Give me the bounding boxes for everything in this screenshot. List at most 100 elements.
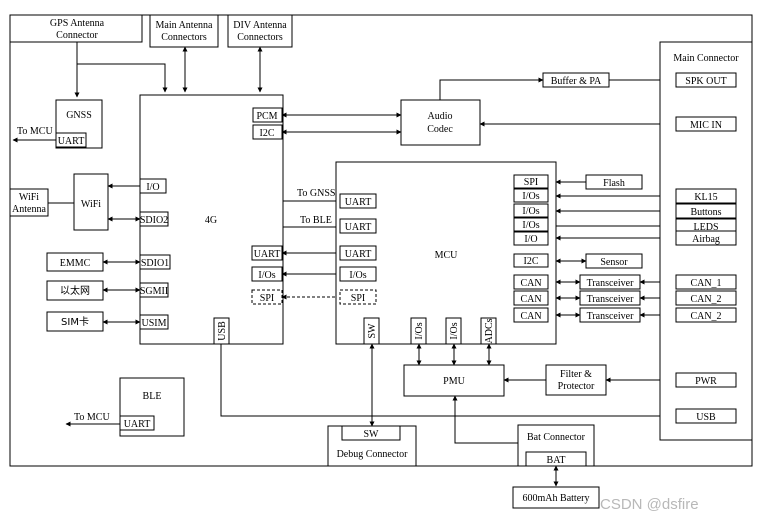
transceiver-1: Transceiver xyxy=(579,274,641,290)
4g-usim-pin: USIM xyxy=(141,318,166,329)
4g-spi-pin: SPI xyxy=(260,293,274,304)
connections xyxy=(12,42,677,487)
mcu-io-pin: I/O xyxy=(524,234,537,245)
ethernet-label: 以太网 xyxy=(60,284,90,297)
mcu-uart-4g-pin: UART xyxy=(345,249,372,260)
ble-uart-pin: UART xyxy=(124,419,151,430)
filter-protector-line2: Protector xyxy=(558,381,595,392)
transceiver-3-label: Transceiver xyxy=(587,311,635,322)
gnss-title: GNSS xyxy=(66,110,92,121)
mcu-ios-pin-1: I/Os xyxy=(522,191,539,202)
div-antenna-label-line2: Connectors xyxy=(237,32,283,43)
audio-codec: Audio Codec xyxy=(400,99,481,146)
emmc-block: EMMC xyxy=(46,252,104,272)
main-connector-title: Main Connector xyxy=(673,53,739,64)
emmc-label: EMMC xyxy=(60,258,91,269)
gps-antenna-label-line1: GPS Antenna xyxy=(50,18,105,29)
transceiver-1-label: Transceiver xyxy=(587,278,635,289)
main-antenna-connectors: Main Antenna Connectors xyxy=(149,14,219,48)
module-4g-title: 4G xyxy=(205,215,217,226)
gps-antenna-label-line2: Connector xyxy=(56,30,98,41)
mcu-spi-4g-pin: SPI xyxy=(351,293,365,304)
mcu-ios-bottom-pin-1: I/Os xyxy=(414,322,425,339)
div-antenna-connectors: DIV Antenna Connectors xyxy=(227,14,293,48)
audio-codec-line2: Codec xyxy=(427,124,453,135)
wifi-block: WiFi xyxy=(73,173,109,231)
filter-protector-line1: Filter & xyxy=(560,369,592,380)
4g-sgmii-pin: SGMII xyxy=(140,286,168,297)
bat-connector: Bat Connector BAT xyxy=(517,424,595,467)
sim-label: SIM卡 xyxy=(61,315,89,328)
4g-uart-pin: UART xyxy=(254,249,281,260)
pwr-pin: PWR xyxy=(695,376,717,387)
mic-in: MIC IN xyxy=(675,116,737,132)
mcu-can-pin-3: CAN xyxy=(520,311,541,322)
watermark: CSDN @dsfire xyxy=(600,496,699,513)
mcu-sw-pin: SW xyxy=(367,323,378,339)
sensor-label: Sensor xyxy=(600,257,628,268)
leds-pin: LEDS xyxy=(694,222,719,233)
4g-usb-pin: USB xyxy=(217,321,228,341)
to-ble-label: To BLE xyxy=(300,215,332,226)
mcu-ios-4g-pin: I/Os xyxy=(349,270,366,281)
main-antenna-label-line2: Connectors xyxy=(161,32,207,43)
gnss-to-mcu-label: To MCU xyxy=(17,126,53,137)
bat-connector-label: Bat Connector xyxy=(527,432,586,443)
battery-block: 600mAh Battery xyxy=(512,486,600,509)
mic-in-label: MIC IN xyxy=(690,120,722,131)
debug-connector: SW Debug Connector xyxy=(327,425,417,467)
flash-block: Flash xyxy=(585,174,643,190)
to-gnss-label: To GNSS xyxy=(297,188,335,199)
mcu-title: MCU xyxy=(435,250,459,261)
mcu-can-pin-1: CAN xyxy=(520,278,541,289)
debug-connector-label: Debug Connector xyxy=(337,449,408,460)
sensor-block: Sensor xyxy=(585,253,643,269)
mcu-adcs-pin: ADCs xyxy=(484,318,495,343)
buffer-pa: Buffer & PA xyxy=(542,72,610,88)
can-2-pin-b: CAN_2 xyxy=(690,311,721,322)
ble-block: BLE UART xyxy=(119,377,185,437)
wifi-antenna-line1: WiFi xyxy=(19,192,39,203)
4g-sdio1-pin: SDIO1 xyxy=(141,258,169,269)
filter-protector: Filter & Protector xyxy=(545,364,607,396)
audio-codec-line1: Audio xyxy=(428,111,453,122)
4g-i2c-pin: I2C xyxy=(260,128,275,139)
flash-label: Flash xyxy=(603,178,625,189)
buffer-pa-label: Buffer & PA xyxy=(551,76,602,87)
pmu-block: PMU xyxy=(403,364,505,397)
4g-io-pin: I/O xyxy=(146,182,159,193)
div-antenna-label-line1: DIV Antenna xyxy=(233,20,287,31)
buttons-pin: Buttons xyxy=(690,207,721,218)
module-4g: 4G I/O SDIO2 SDIO1 SGMII USIM PCM I2C UA… xyxy=(139,94,284,345)
4g-ios-pin: I/Os xyxy=(258,270,275,281)
gnss-block: GNSS UART xyxy=(55,99,103,149)
sim-block: SIM卡 xyxy=(46,311,104,332)
main-connector-pins: KL15 Buttons LEDS Airbag CAN_1 CAN_2 CAN… xyxy=(675,188,737,424)
main-antenna-label-line1: Main Antenna xyxy=(156,20,213,31)
ble-title: BLE xyxy=(143,391,162,402)
wifi-antenna: WiFi Antenna xyxy=(9,188,49,217)
gnss-uart-pin: UART xyxy=(58,136,85,147)
usb-pin: USB xyxy=(696,412,716,423)
can-1-pin: CAN_1 xyxy=(690,278,721,289)
mcu-ios-pin-2: I/Os xyxy=(522,206,539,217)
mcu-can-pin-2: CAN xyxy=(520,294,541,305)
mcu-i2c-pin: I2C xyxy=(524,256,539,267)
gps-antenna-connector: GPS Antenna Connector xyxy=(9,14,143,43)
mcu-uart-gnss-pin: UART xyxy=(345,197,372,208)
spk-out: SPK OUT xyxy=(675,72,737,88)
mcu-ios-bottom-pin-2: I/Os xyxy=(449,322,460,339)
bat-pin: BAT xyxy=(547,455,566,466)
ble-to-mcu-label: To MCU xyxy=(74,412,110,423)
4g-pcm-pin: PCM xyxy=(256,111,277,122)
kl15-pin: KL15 xyxy=(694,192,717,203)
mcu-ios-pin-3: I/Os xyxy=(522,220,539,231)
pmu-label: PMU xyxy=(443,376,465,387)
4g-sdio2-pin: SDIO2 xyxy=(140,215,168,226)
can-2-pin-a: CAN_2 xyxy=(690,294,721,305)
wifi-antenna-line2: Antenna xyxy=(12,204,46,215)
spk-out-label: SPK OUT xyxy=(685,76,726,87)
debug-sw-pin: SW xyxy=(364,429,380,440)
battery-label: 600mAh Battery xyxy=(523,493,590,504)
